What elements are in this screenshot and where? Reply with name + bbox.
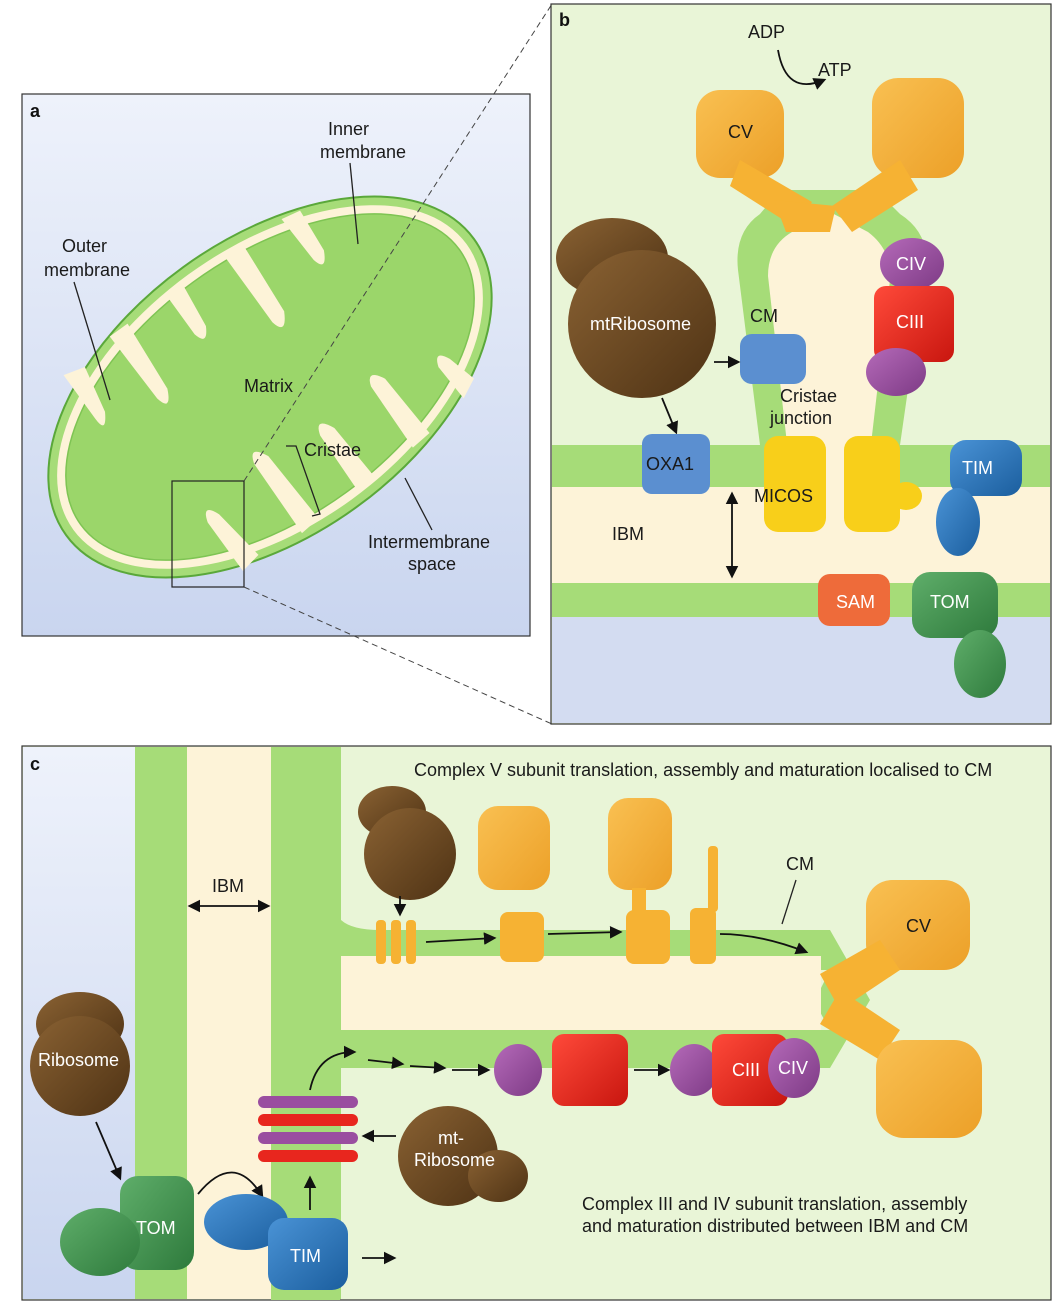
label-tom-c: TOM [136, 1218, 176, 1238]
tom-c-lower [60, 1208, 140, 1276]
panel-b-letter: b [559, 10, 570, 30]
cv-c-peripheral [690, 908, 716, 964]
label-civ-c: CIV [778, 1058, 808, 1078]
mtribosome-c-large [364, 808, 456, 900]
cv-c-f1 [478, 806, 550, 890]
label-ciii-c: CIII [732, 1060, 760, 1080]
label-ribosome: Ribosome [38, 1050, 119, 1070]
tom-lower [954, 630, 1006, 698]
label-cristae-junction-2: junction [769, 408, 832, 428]
label-inner-membrane-1: Inner [328, 119, 369, 139]
label-micos: MICOS [754, 486, 813, 506]
cv-c-ring-assembled [500, 912, 544, 962]
cv-c-head-bottom [876, 1040, 982, 1138]
label-cm: CM [750, 306, 778, 326]
label-ibm-c: IBM [212, 876, 244, 896]
micos-right [844, 436, 900, 532]
cv-c-fo [626, 910, 670, 964]
label-ibm-b: IBM [612, 524, 644, 544]
panel-a: a Inner membrane Outer membrane Mat [0, 94, 561, 655]
label-cm-c: CM [786, 854, 814, 874]
label-adp: ADP [748, 22, 785, 42]
label-mt-ribosome-1: mt- [438, 1128, 464, 1148]
label-cristae-junction-1: Cristae [780, 386, 837, 406]
civ-c-assembled-left [670, 1044, 718, 1096]
tim-lower [936, 488, 980, 556]
label-inner-membrane-2: membrane [320, 142, 406, 162]
cm-translocase [740, 334, 806, 384]
micos-knob [890, 482, 922, 510]
panel-b: b ADP ATP CV CIV CIII mtRibosome CM C [551, 4, 1051, 724]
label-ciii-civ-note-1: Complex III and IV subunit translation, … [582, 1194, 967, 1214]
label-matrix: Matrix [244, 376, 293, 396]
label-ciii-civ-note-2: and maturation distributed between IBM a… [582, 1216, 968, 1236]
panel-c-letter: c [30, 754, 40, 774]
label-cristae: Cristae [304, 440, 361, 460]
civ-c-subunit [494, 1044, 542, 1096]
ciii-c-subunit [552, 1034, 628, 1106]
label-sam: SAM [836, 592, 875, 612]
label-outer-membrane-2: membrane [44, 260, 130, 280]
cv-c-peripheral-stalk [708, 846, 718, 912]
label-cv-c: CV [906, 916, 931, 936]
label-intermembrane-1: Intermembrane [368, 532, 490, 552]
cv-head-right [872, 78, 964, 178]
label-tom: TOM [930, 592, 970, 612]
label-outer-membrane-1: Outer [62, 236, 107, 256]
label-cv-heading: Complex V subunit translation, assembly … [414, 760, 992, 780]
label-ciii: CIII [896, 312, 924, 332]
crista-c-lumen [341, 956, 821, 1030]
label-tim-c: TIM [290, 1246, 321, 1266]
panel-c: c Complex V subunit translation, assembl… [22, 746, 1051, 1300]
label-cv: CV [728, 122, 753, 142]
label-mtribosome: mtRibosome [590, 314, 691, 334]
label-atp: ATP [818, 60, 852, 80]
label-tim: TIM [962, 458, 993, 478]
cv-c-ring [376, 920, 416, 964]
panel-a-letter: a [30, 101, 41, 121]
complex-iv-lower [866, 348, 926, 396]
label-oxa1: OXA1 [646, 454, 694, 474]
cv-c-f1-bound [608, 798, 672, 890]
label-civ: CIV [896, 254, 926, 274]
label-mt-ribosome-2: Ribosome [414, 1150, 495, 1170]
label-intermembrane-2: space [408, 554, 456, 574]
micos-left [764, 436, 826, 532]
